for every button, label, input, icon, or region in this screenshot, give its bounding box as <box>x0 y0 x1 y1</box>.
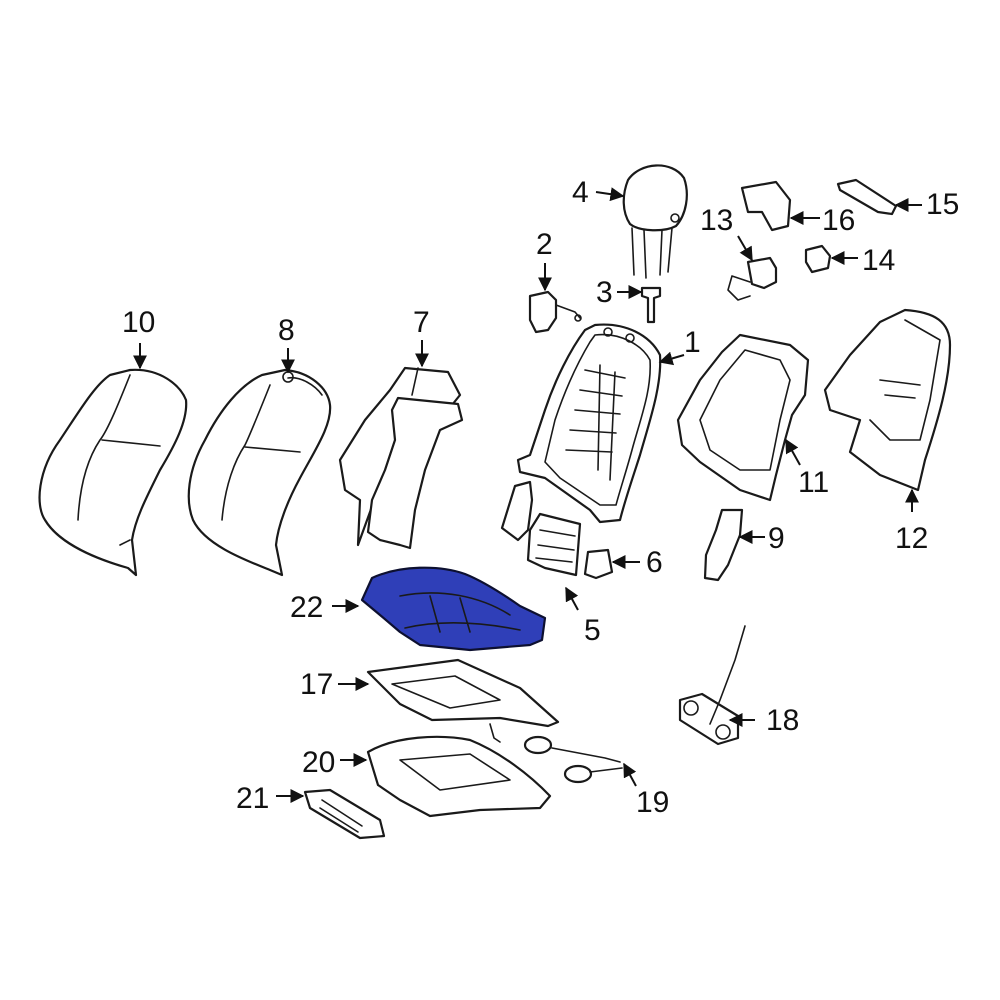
part-13-switch[interactable] <box>727 256 778 301</box>
callout-20: 20 <box>302 746 335 779</box>
callout-9: 9 <box>768 522 785 555</box>
part-22-seat-cushion-cover[interactable] <box>360 566 547 652</box>
callout-18: 18 <box>766 704 799 737</box>
callout-8: 8 <box>278 314 295 347</box>
callout-22: 22 <box>290 591 323 624</box>
part-2-bracket[interactable] <box>528 290 582 334</box>
part-9-side-trim[interactable] <box>703 508 744 582</box>
part-20-seat-cushion[interactable] <box>366 735 552 818</box>
part-16-trim-piece[interactable] <box>740 180 792 232</box>
part-6-connector[interactable] <box>583 548 614 580</box>
callout-19: 19 <box>636 786 669 819</box>
callout-6: 6 <box>646 546 663 579</box>
callout-5: 5 <box>584 614 601 647</box>
callout-labels: 1 2 3 4 5 6 7 8 9 10 11 12 13 14 15 16 1… <box>122 176 959 819</box>
leader-lines <box>133 187 922 803</box>
callout-16: 16 <box>822 204 855 237</box>
callout-10: 10 <box>122 306 155 339</box>
part-18-fan-unit[interactable] <box>678 625 746 746</box>
part-17-heater-mat[interactable] <box>366 658 560 743</box>
part-15-trim-strip[interactable] <box>836 178 898 216</box>
part-11-back-panel[interactable] <box>676 333 810 502</box>
callout-21: 21 <box>236 782 269 815</box>
callout-2: 2 <box>536 228 553 261</box>
callout-12: 12 <box>895 522 928 555</box>
part-3-pin[interactable] <box>640 286 662 324</box>
callout-17: 17 <box>300 668 333 701</box>
part-1-seatback-frame[interactable] <box>516 323 662 524</box>
callout-15: 15 <box>926 188 959 221</box>
part-7-side-panel[interactable] <box>338 366 464 550</box>
callout-11: 11 <box>798 466 829 499</box>
part-10-seatback-cover[interactable] <box>38 368 188 577</box>
part-8-seatback-trim[interactable] <box>187 368 332 577</box>
callout-13: 13 <box>700 204 733 237</box>
callout-3: 3 <box>596 276 613 309</box>
callout-7: 7 <box>413 306 430 339</box>
part-19-sensor-harness[interactable] <box>523 735 623 784</box>
callout-4: 4 <box>572 176 589 209</box>
part-12-rear-shell[interactable] <box>823 308 952 492</box>
part-4-headrest[interactable] <box>622 164 688 279</box>
callout-1: 1 <box>684 326 701 359</box>
callout-14: 14 <box>862 244 895 277</box>
part-14-clip[interactable] <box>804 244 832 274</box>
part-5-lumbar-module[interactable] <box>500 480 582 577</box>
part-21-tray[interactable] <box>303 788 386 840</box>
